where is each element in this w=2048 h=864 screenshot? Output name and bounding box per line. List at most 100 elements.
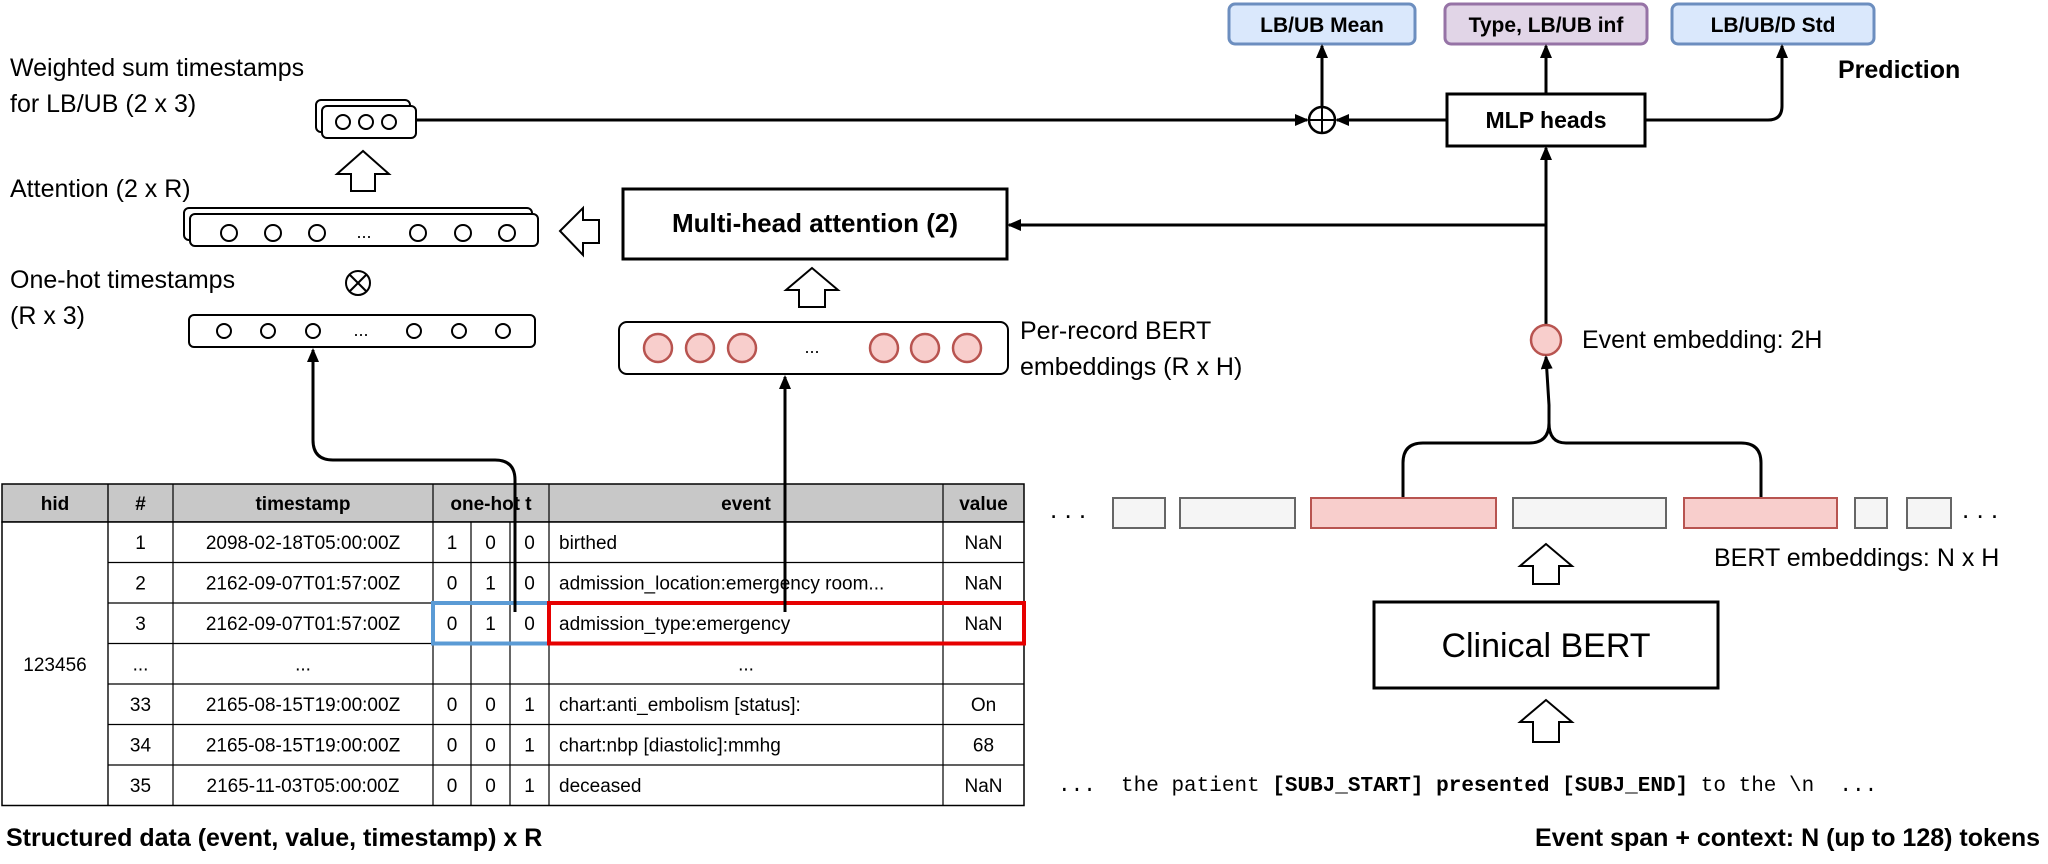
row-onehot-2: 1 — [524, 736, 535, 757]
row-event: admission_location:emergency room... — [559, 574, 884, 595]
top-arrows — [412, 44, 1788, 330]
row-timestamp: 2162-09-07T01:57:00Z — [206, 614, 401, 635]
row-index: 3 — [135, 614, 146, 635]
attention-label: Attention (2 x R) — [10, 175, 191, 203]
table-hid: 123456 — [23, 655, 86, 676]
token-the-patient: the patient — [1121, 775, 1260, 798]
token-presented: presented — [1436, 775, 1549, 798]
hollow-left-arrow-mha — [558, 205, 600, 258]
table-header-0: hid — [41, 494, 70, 515]
attention-vector: ... — [183, 207, 539, 247]
row-onehot-1: 0 — [485, 736, 496, 757]
per-record-label-2: embeddings (R x H) — [1020, 353, 1242, 381]
prediction-title: Prediction — [1838, 56, 1960, 84]
table-header-5: value — [959, 494, 1008, 515]
row-onehot-2: 1 — [524, 776, 535, 797]
row-event: chart:anti_embolism [status]: — [559, 695, 801, 716]
hollow-up-arrow-attention — [334, 149, 392, 192]
row-timestamp: 2098-02-18T05:00:00Z — [206, 533, 401, 554]
row-event: chart:nbp [diastolic]:mmhg — [559, 736, 781, 757]
row-onehot-1: 1 — [485, 574, 496, 595]
svg-text:...: ... — [804, 337, 819, 357]
mha-box — [621, 187, 1009, 261]
onehot-label-2: (R x 3) — [10, 302, 85, 330]
table-row: 3 2162-09-07T01:57:00Z 0 1 0 admission_type:e… — [135, 614, 1002, 635]
table-body-bg — [1, 521, 1025, 807]
weighted-sum-label-1: Weighted sum timestamps — [10, 54, 304, 82]
output-std-label: LB/UB/D Std — [1711, 14, 1836, 37]
row-index: 33 — [130, 695, 151, 716]
row-onehot-0: 0 — [447, 614, 458, 635]
table-header-2: timestamp — [255, 494, 350, 515]
row-event: ... — [738, 655, 754, 676]
bert-left-ellipsis: . . . — [1050, 494, 1086, 524]
row-onehot-1: 0 — [485, 695, 496, 716]
otimes-icon — [345, 270, 371, 296]
hollow-up-arrow-tokens — [1517, 698, 1575, 743]
weighted-sum-vector — [315, 99, 417, 139]
table-header-4: event — [721, 494, 771, 515]
table-row: 34 2165-08-15T19:00:00Z 0 0 1 chart:nbp [dias… — [130, 736, 994, 757]
hollow-up-arrow-bert — [1517, 542, 1575, 585]
event-span-caption: Event span + context: N (up to 128) toke… — [1535, 824, 2040, 852]
bert-embeddings-label: BERT embeddings: N x H — [1714, 544, 1999, 572]
table-row: ......... — [133, 655, 754, 676]
onehot-label-1: One-hot timestamps — [10, 266, 235, 294]
row-timestamp: 2165-11-03T05:00:00Z — [207, 776, 400, 797]
svg-text:...: ... — [353, 320, 368, 340]
context-tokens: ... the patient [SUBJ_START] presented [… — [1058, 775, 1877, 798]
onehot-vector: ... — [188, 314, 536, 348]
row-onehot-2: 0 — [524, 574, 535, 595]
row-index: ... — [133, 655, 149, 676]
table-header-3: one-hot t — [450, 494, 532, 515]
row-onehot-1: 0 — [485, 533, 496, 554]
row-value: On — [971, 695, 996, 716]
token-to-the: to the \n — [1701, 775, 1814, 798]
row-onehot-2: 0 — [524, 533, 535, 554]
hollow-up-arrow-mha — [783, 266, 841, 308]
table-arrows — [307, 348, 791, 612]
table-header-1: # — [135, 494, 146, 515]
row-value: NaN — [964, 614, 1002, 635]
row-onehot-0: 0 — [447, 574, 458, 595]
event-embedding-label: Event embedding: 2H — [1582, 326, 1822, 354]
per-record-label-1: Per-record BERT — [1020, 317, 1211, 345]
row-value: NaN — [964, 574, 1002, 595]
row-onehot-1: 1 — [485, 614, 496, 635]
row-index: 2 — [135, 574, 146, 595]
row-onehot-0: 0 — [447, 736, 458, 757]
row-event: admission_type:emergency — [559, 614, 791, 635]
row-timestamp: ... — [295, 655, 311, 676]
row-value: NaN — [964, 533, 1002, 554]
output-type-inf-label: Type, LB/UB inf — [1469, 14, 1625, 37]
row-event: deceased — [559, 776, 641, 797]
mlp-heads-label: MLP heads — [1486, 107, 1607, 133]
token-subj-end: [SUBJ_END] — [1562, 775, 1688, 798]
structured-data-table: hid # timestamp one-hot t event value 123456 1 2… — [1, 483, 1026, 807]
row-onehot-0: 1 — [447, 533, 458, 554]
bert-embeddings-row — [1112, 497, 1952, 529]
output-std-box — [1670, 2, 1876, 46]
per-record-embeddings: ... — [618, 321, 1009, 375]
row-index: 34 — [130, 736, 152, 757]
row-value: 68 — [973, 736, 994, 757]
row-index: 35 — [130, 776, 151, 797]
row-timestamp: 2165-08-15T19:00:00Z — [206, 695, 401, 716]
prediction-outputs: LB/UB Mean Type, LB/UB inf LB/UB/D Std — [1227, 2, 1876, 46]
row-onehot-0: 0 — [447, 776, 458, 797]
weighted-sum-label-2: for LB/UB (2 x 3) — [10, 90, 196, 118]
row-timestamp: 2165-08-15T19:00:00Z — [206, 736, 401, 757]
clinical-bert-box — [1372, 600, 1720, 690]
row-value: NaN — [964, 776, 1002, 797]
clinical-bert-label: Clinical BERT — [1441, 627, 1650, 665]
row-onehot-2: 0 — [524, 614, 535, 635]
token-subj-start: [SUBJ_START] — [1272, 775, 1423, 798]
event-embedding-node — [1529, 323, 1563, 357]
row-onehot-2: 1 — [524, 695, 535, 716]
sum-node — [1307, 105, 1337, 135]
